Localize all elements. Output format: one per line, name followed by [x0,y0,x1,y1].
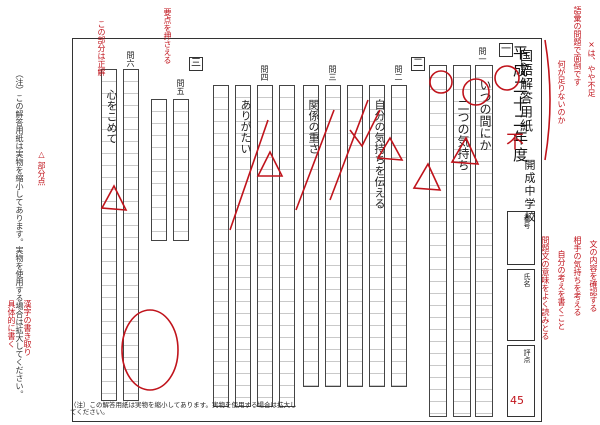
question-label-3: 問三 [328,65,337,81]
red-triangle-mark-2 [412,162,442,191]
big-grade-mark: 不 [506,132,524,153]
score-written: 45 [510,394,524,407]
answer-column-14 [151,99,167,241]
red-slash-mark-3 [329,99,369,201]
red-note-4: 問題文の意味をよく読みとる [541,236,550,340]
exam-number-label: 番号 [523,215,531,229]
answer-column-15 [123,69,139,401]
red-note-8: 具体的に書く [7,300,16,348]
school-name: 開成中学校 [523,159,536,224]
answer-column-5 [369,85,385,387]
red-circle-mark-2 [494,65,520,91]
left-note-text: （注）この解答用紙は実物を縮小してあります。実物を使用する場合は拡大してください… [15,70,24,398]
answer-column-6 [347,85,363,387]
answer-grid: 平成二十二年度 番号 氏名 評点 45 一 二 三 [72,38,542,422]
red-slash-mark-2 [295,109,335,211]
red-note-7: 文の内容を確認する [589,240,598,312]
question-label-6: 問六 [126,51,135,67]
answer-column-7 [325,85,341,387]
answer-column-1 [475,65,493,417]
answer-text-2: 二つの気持ち [456,99,470,171]
exam-number-box: 番号 [507,211,535,265]
section-3-marker: 三 [189,57,203,71]
name-label: 氏名 [523,273,531,287]
red-note-3: 何が足りないのか [557,60,566,124]
sheet-subtitle-text: 国語解答用紙 [517,49,532,133]
red-triangle-mark-5 [256,150,284,177]
answer-column-10 [257,85,273,407]
red-note-6: 相手の気持ちを考える [573,236,582,316]
red-bracket-mark [544,39,551,161]
section-2-marker: 二 [411,57,425,71]
red-check-mark-1 [349,109,381,148]
answer-column-13 [173,99,189,241]
question-label-4: 問四 [260,65,269,81]
red-triangle-mark-4 [100,184,128,211]
answer-column-3 [429,65,447,417]
red-circle-mark-1 [462,78,490,106]
red-circle-mark-3 [429,70,453,94]
answer-column-12 [213,85,229,407]
red-note-10: この部分は正解 [97,20,106,76]
answer-column-9 [279,85,295,407]
footer-note: （注）この解答用紙は実物を縮小してあります。実物を使用する場合は拡大してください… [70,401,297,416]
score-box: 評点 45 [507,345,535,417]
answer-text-4: 関係の重さ [307,99,320,154]
answer-column-11 [235,85,251,407]
left-printed-notes: （注）この解答用紙は実物を縮小してあります。実物を使用する場合は拡大してください… [14,70,25,398]
red-triangle-mark-1 [450,136,480,165]
red-note-12: △ 部分点 [37,150,46,186]
red-slash-mark-1 [229,119,269,231]
score-label: 評点 [523,349,531,363]
answer-text-6: 心をこめて [105,89,118,144]
answer-text-5: ありがたい [239,99,252,154]
name-box: 氏名 [507,269,535,341]
red-note-11: 要点を押さえる [163,8,172,64]
red-triangle-mark-3 [376,136,404,161]
exam-year-title: 平成二十二年度 [511,45,529,164]
red-note-5: 自分の考えを書くこと [557,250,566,330]
red-circle-mark-4 [121,309,179,391]
question-label-5: 問五 [176,79,185,95]
red-note-1: 語彙の問題で面倒です [573,6,582,86]
question-label-1: 問一 [478,47,487,63]
answer-column-16 [101,69,117,401]
question-label-2: 問二 [394,65,403,81]
red-note-9: 漢字の書き取り [23,300,32,356]
red-note-2: ×は、やや不足 [587,40,596,97]
section-1-marker: 一 [499,43,513,57]
